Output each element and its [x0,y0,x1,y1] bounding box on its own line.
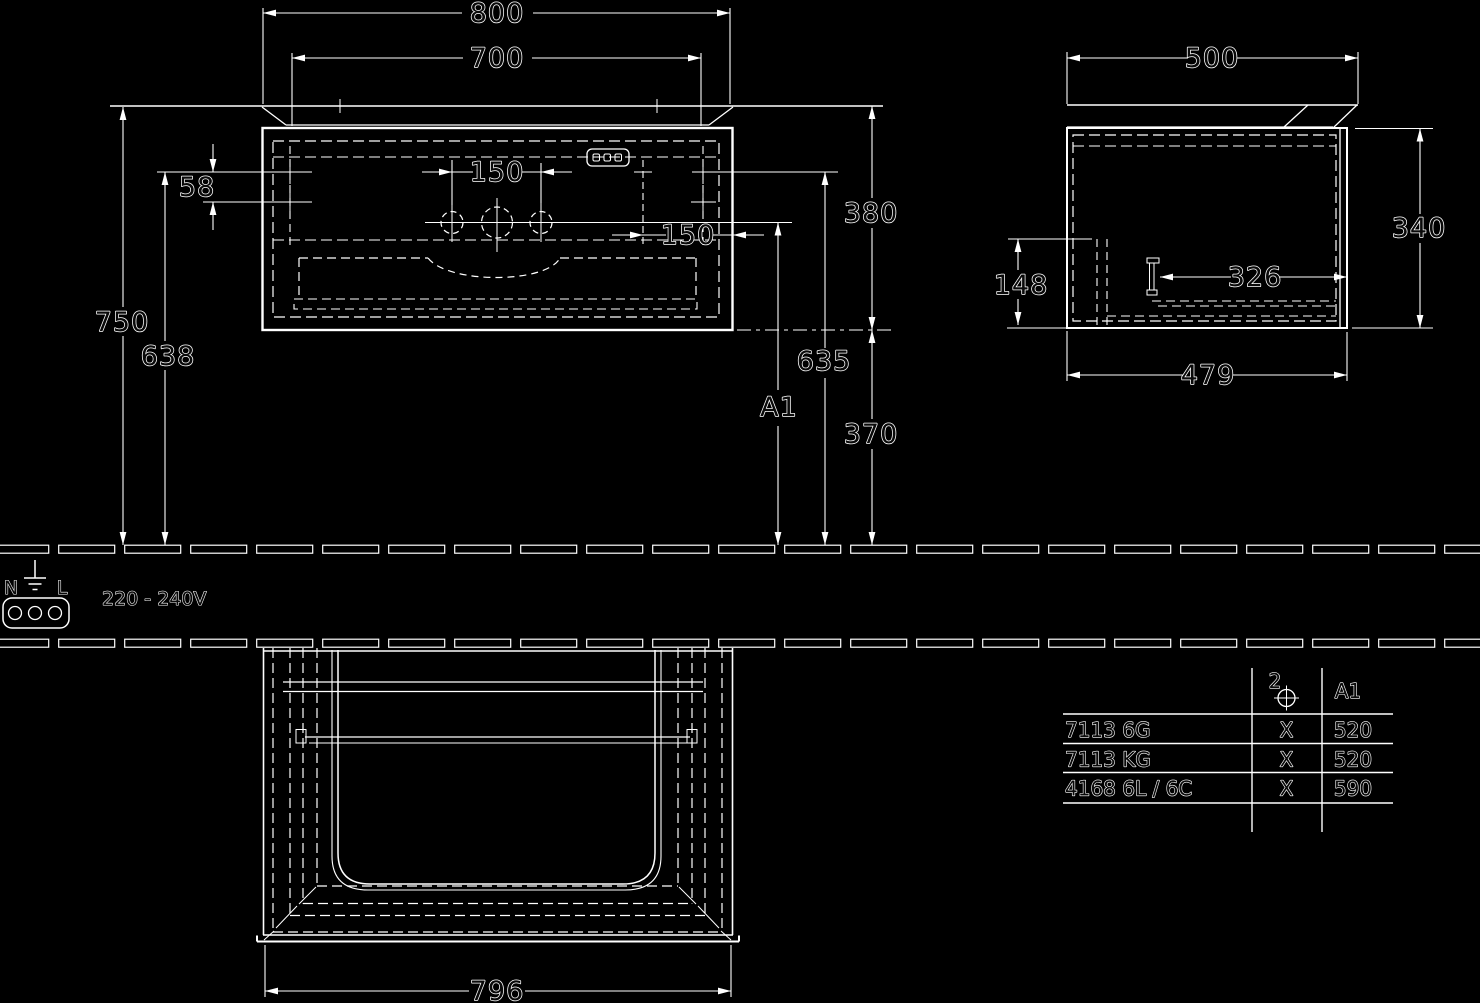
dim-479: 479 [1066,331,1348,392]
power-connection: N L 220 - 240V [2,560,207,629]
plan-hook-right [686,729,698,744]
table-row: 7113 KG X 520 [1064,747,1372,772]
plan-bowl-inner [337,650,656,885]
neutral-label: N [4,577,18,599]
bowl-arc-dashed [427,257,561,278]
dim-635-label: 635 [797,346,852,377]
table-model: 7113 KG [1065,748,1151,772]
table-mark: X [1280,748,1294,772]
drawer-bottom-rail-dashed [293,298,698,310]
table-a1-value: 520 [1334,748,1372,772]
front-view: 800 700 150 150 58 750 [94,0,899,545]
plan-bottom-lip [256,935,740,943]
dim-340-label: 340 [1392,213,1447,244]
dim-150-right-label: 150 [661,220,716,251]
drain-fitting-icon [1146,257,1160,296]
dim-635: 635 [796,172,852,545]
dim-58: 58 [178,144,217,230]
basin-underside [261,106,734,126]
dim-148-label: 148 [994,270,1049,301]
dim-a1-label: A1 [760,392,798,423]
table-header-a1: A1 [1335,679,1361,703]
plan-back-edge-lines [283,681,703,693]
table-mark: X [1280,777,1294,801]
cabinet-inner-dashed [272,140,720,318]
dim-380: 380 [843,106,899,330]
dim-750-label: 750 [95,307,150,338]
table-a1-value: 520 [1334,718,1372,742]
dim-796-label: 796 [470,976,525,1003]
dim-800: 800 [262,0,731,104]
dim-340: 340 [1352,127,1447,329]
dim-700-label: 700 [470,43,525,74]
dim-638: 638 [140,172,196,545]
overflow-plate-icon [586,148,630,167]
side-cabinet-outline [1066,127,1348,329]
plan-view: 796 [256,648,740,1003]
basin-fixing-ticks [339,99,658,113]
dim-800-label: 800 [470,0,525,29]
voltage-label: 220 - 240V [102,588,206,610]
dim-500-label: 500 [1185,43,1240,74]
dim-479-label: 479 [1181,360,1236,391]
tap-hole-ticks [451,198,542,252]
wall-hatch-bands [0,544,1480,648]
dim-500: 500 [1066,42,1359,104]
side-view: 500 340 148 326 479 [993,42,1447,392]
tap-hole-symbol-icon [1274,685,1299,711]
dim-326: 326 [1160,261,1347,294]
line-label: L [57,577,68,599]
cabinet-interior-lines [273,156,719,241]
plan-corner-diagonals [263,886,732,941]
side-inner-dashed [1072,134,1337,322]
ground-icon [24,560,46,591]
dim-750: 750 [94,107,150,545]
dim-380-label: 380 [844,198,899,229]
dim-370: 370 [843,330,899,545]
dim-148: 148 [993,239,1049,325]
table-a1-value: 590 [1334,777,1372,801]
dim-150-right: 150 [612,219,764,252]
hatch-band-lower [0,638,1480,648]
dim-150-holes: 150 [422,156,572,205]
table-mark: X [1280,718,1294,742]
table-model: 4168 6L / 6C [1065,777,1192,801]
spec-table: 2 A1 7113 6G X 520 7113 KG X 520 4168 6L… [1063,668,1393,832]
siphon-ref-lines [1007,238,1092,329]
table-row: 7113 6G X 520 [1064,717,1372,742]
table-grid [1063,668,1393,832]
dim-326-label: 326 [1228,262,1283,293]
table-row: 4168 6L / 6C X 590 [1064,776,1372,801]
plan-outer-outline [262,648,734,936]
plan-dashed-rect-c [302,648,693,905]
dim-150-holes-label: 150 [470,157,525,188]
dim-a1: A1 [759,222,798,545]
dim-796: 796 [264,945,732,1003]
dim-700: 700 [291,42,702,126]
rail-reference-lines [157,171,838,203]
drawer-outline-dashed [298,257,697,299]
dim-370-label: 370 [844,419,899,450]
table-model: 7113 6G [1065,718,1150,742]
plan-bowl-outer [331,650,662,891]
hatch-band-upper [0,544,1480,554]
socket-icon [2,597,70,629]
plan-dashed-rect-a [272,648,723,933]
plan-dashed-rect-d [316,648,679,887]
table-header-quantity: 2 [1269,669,1282,693]
siphon-recess-dashed [1096,239,1108,325]
cabinet-outline [261,126,734,332]
side-drawer-dashed [1107,300,1336,317]
plan-hook-left [295,729,307,744]
plan-dashed-rect-b [289,648,706,917]
dim-638-label: 638 [141,341,196,372]
dim-58-label: 58 [179,172,215,203]
